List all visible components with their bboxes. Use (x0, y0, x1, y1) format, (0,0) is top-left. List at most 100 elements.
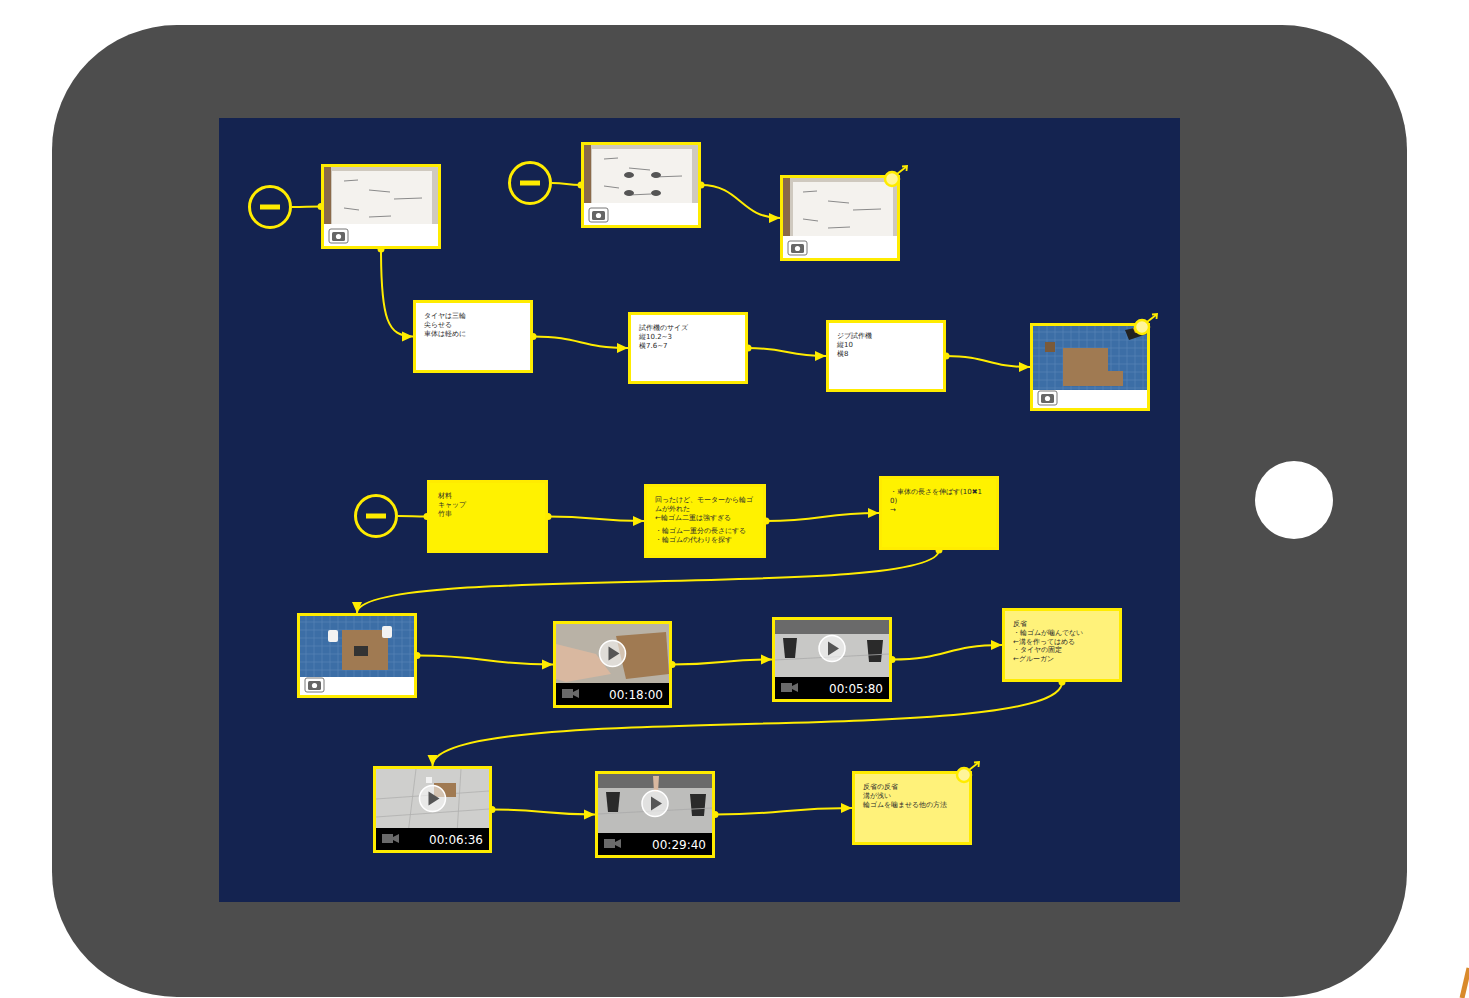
arrowhead (769, 213, 780, 223)
video-thumbnail: 00:18:00 (553, 621, 672, 708)
minus-symbol (251, 188, 289, 226)
connector (378, 246, 414, 342)
note-line: ジブ試作機 (837, 332, 936, 341)
corner-mark (1462, 968, 1469, 998)
note-line: 溝が浅い (863, 792, 962, 801)
arrowhead (428, 755, 438, 766)
sticky-note: 反省・輪ゴムが噛んでない←溝を作ってはめる・タイヤの固定←グルーガン (1002, 608, 1122, 682)
arrowhead (617, 343, 628, 353)
connector (552, 182, 585, 189)
connector-line (398, 515, 427, 518)
video-duration: 00:06:36 (429, 833, 483, 847)
note-text: ジブ試作機縦10横8 (829, 323, 943, 364)
note-line: ←溝を作ってはめる (1013, 638, 1112, 647)
note-text: 回ったけど、モーターから輪ゴムが外れた←輪ゴム二重は強すぎる・輪ゴム一重分の長さ… (647, 487, 763, 551)
note-line: ←輪ゴム二重は強すぎる (655, 514, 756, 523)
connector-line (533, 337, 628, 349)
thumbnail-image (300, 616, 414, 695)
minus-symbol (511, 164, 549, 202)
photo-thumbnail (581, 142, 701, 228)
connector-line (766, 513, 879, 521)
note-line: ・車体の長さを伸ばす(10✖︎10) (890, 488, 989, 506)
arrowhead (868, 508, 879, 518)
connector-line (715, 808, 852, 815)
note-card: タイヤは三輪尖らせる車体は軽めに (413, 300, 533, 373)
connector-line (672, 660, 772, 665)
note-line: キャップ (438, 501, 538, 510)
connector (489, 806, 596, 820)
photo-thumbnail (297, 613, 417, 698)
connector (428, 679, 1066, 767)
video-thumbnail: 00:06:36 (373, 766, 492, 853)
note-line: ←グルーガン (1013, 655, 1112, 664)
connector (698, 182, 781, 224)
arrowhead (991, 640, 1002, 650)
note-line: ・輪ゴムの代わりを探す (655, 536, 756, 545)
note-line: 反省の反省 (863, 783, 962, 792)
connector-line (292, 206, 321, 209)
connector-line (548, 517, 644, 522)
note-line: 竹串 (438, 510, 538, 519)
note-line: 輪ゴムを噛ませる他の方法 (863, 801, 962, 810)
photo-thumbnail (780, 175, 900, 261)
link-badge (1130, 313, 1160, 339)
note-line: ・輪ゴムが噛んでない (1013, 629, 1112, 638)
arrowhead (761, 655, 772, 665)
photo-thumbnail (321, 164, 441, 249)
note-text: 反省・輪ゴムが噛んでない←溝を作ってはめる・タイヤの固定←グルーガン (1005, 611, 1119, 670)
arrowhead (584, 810, 595, 820)
note-text: ・車体の長さを伸ばす(10✖︎10)→ (882, 479, 996, 520)
connector-line (892, 645, 1002, 660)
sticky-note: ・車体の長さを伸ばす(10✖︎10)→ (879, 476, 999, 550)
note-line: 試作機のサイズ (639, 324, 738, 333)
arrowhead (542, 660, 553, 670)
tablet-screen (219, 118, 1180, 902)
arrowhead (841, 803, 852, 813)
arrowhead (352, 602, 362, 613)
link-badge (952, 761, 982, 787)
connector (712, 803, 853, 818)
connector (545, 513, 645, 526)
note-line: 材料 (438, 492, 538, 501)
minus-circle (508, 161, 552, 205)
note-line: 回ったけど、モーターから輪ゴムが外れた (655, 496, 756, 514)
note-card: ジブ試作機縦10横8 (826, 320, 946, 392)
note-text: 試作機のサイズ縦10.2~3横7.6~7 (631, 315, 745, 356)
sticky-note: 反省の反省溝が浅い輪ゴムを噛ませる他の方法 (852, 771, 972, 845)
video-thumbnail: 00:29:40 (595, 771, 715, 858)
note-line: → (890, 506, 989, 515)
note-line: 横7.6~7 (639, 342, 738, 351)
thumbnail-image (584, 145, 698, 225)
video-duration: 00:18:00 (609, 688, 663, 702)
connector-line (433, 682, 1063, 766)
connector-line (701, 185, 780, 218)
note-line: 反省 (1013, 620, 1112, 629)
sticky-note: 回ったけど、モーターから輪ゴムが外れた←輪ゴム二重は強すぎる・輪ゴム一重分の長さ… (644, 484, 766, 558)
link-badge (880, 165, 910, 191)
connector (669, 655, 773, 669)
photo-thumbnail (1030, 323, 1150, 411)
note-line: ・輪ゴム一重分の長さにする (655, 527, 756, 536)
connector-line (552, 183, 581, 185)
connector (943, 353, 1031, 373)
connector (414, 652, 554, 670)
minus-symbol (357, 497, 395, 535)
connector (745, 345, 827, 362)
note-line: 車体は軽めに (424, 330, 523, 339)
note-line: タイヤは三輪 (424, 312, 523, 321)
connector (292, 203, 325, 210)
connector-line (357, 550, 939, 613)
video-duration: 00:29:40 (652, 838, 706, 852)
connector (889, 640, 1003, 663)
connector-line (417, 656, 553, 665)
arrowhead (633, 516, 644, 526)
connector (398, 513, 431, 520)
video-thumbnail: 00:05:80 (772, 617, 892, 702)
note-line: 縦10.2~3 (639, 333, 738, 342)
sticky-note: 材料キャップ竹串 (427, 480, 548, 553)
minus-circle (354, 494, 398, 538)
connector-line (748, 348, 826, 356)
thumbnail-image (783, 178, 897, 258)
home-button (1255, 461, 1333, 539)
